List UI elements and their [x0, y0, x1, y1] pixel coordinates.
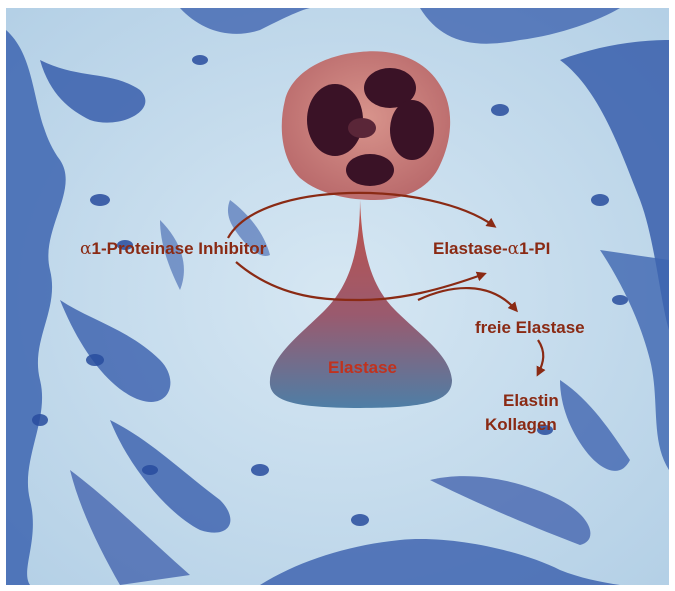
elastin-label: Elastin [503, 391, 559, 410]
complex-prefix: Elastase- [433, 239, 508, 258]
inhibitor-label: α1-Proteinase Inhibitor [80, 239, 267, 259]
inhibitor-text: 1-Proteinase Inhibitor [91, 239, 266, 258]
alpha-symbol: α [508, 239, 520, 259]
complex-suffix: 1-PI [519, 239, 550, 258]
alpha-symbol: α [80, 239, 92, 259]
elastase-label: Elastase [328, 358, 397, 377]
free-elastase-label: freie Elastase [475, 318, 585, 337]
neutrophil-cell [282, 51, 450, 200]
complex-label: Elastase-α1-PI [433, 239, 550, 259]
kollagen-label: Kollagen [485, 415, 557, 434]
